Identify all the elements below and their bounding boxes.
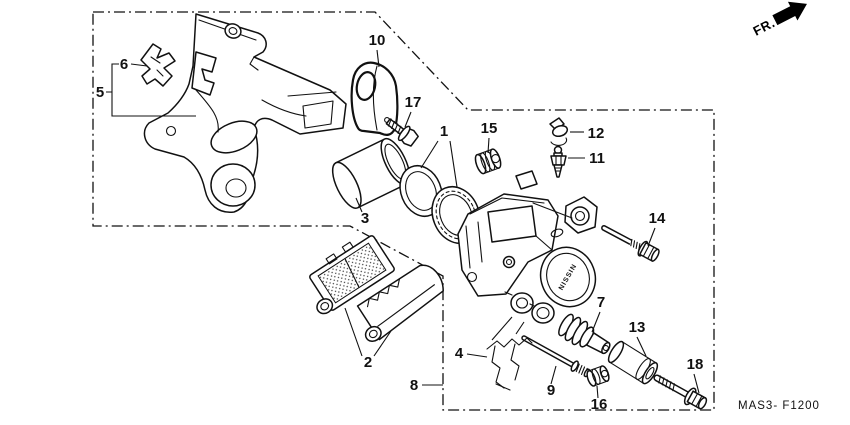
- front-direction-indicator: FR.: [751, 1, 807, 39]
- clip-12-drawing: [549, 117, 569, 146]
- boot-7-drawing: [558, 313, 611, 355]
- piston-drawing: [331, 137, 411, 209]
- callout-7: 7: [597, 294, 605, 311]
- grommet-16-drawing: [586, 365, 610, 387]
- callout-10: 10: [369, 32, 386, 49]
- leader-lines: [106, 49, 700, 399]
- plug-15-drawing: [474, 148, 502, 175]
- pin-boot-drawing: [350, 61, 399, 136]
- caliper-bracket-drawing: [143, 13, 347, 213]
- pad-spring-drawing: [486, 337, 533, 391]
- callout-15: 15: [481, 120, 498, 137]
- caliper-body-drawing: NISSIN: [457, 170, 598, 341]
- callout-17: 17: [405, 94, 422, 111]
- callout-11: 11: [589, 150, 605, 167]
- diagram-code: MAS3- F1200: [738, 400, 820, 412]
- callout-13: 13: [629, 319, 646, 336]
- brake-pad-b-drawing: [356, 264, 444, 342]
- pad-retainer-clip-drawing: [140, 43, 176, 87]
- front-direction-label: FR.: [751, 15, 778, 39]
- callout-6: 6: [120, 56, 128, 73]
- callout-2: 2: [364, 354, 372, 371]
- callout-18: 18: [687, 356, 704, 373]
- callout-3: 3: [361, 210, 369, 227]
- callout-14: 14: [649, 210, 666, 227]
- bolt-18-drawing: [653, 374, 708, 410]
- callout-4: 4: [455, 345, 464, 362]
- bleeder-valve-drawing: [550, 145, 567, 178]
- bolt-17-drawing: [385, 118, 419, 147]
- piston-seal-drawing: [399, 165, 443, 217]
- pad-pin-drawing: [601, 225, 660, 262]
- callout-5: 5: [96, 84, 104, 101]
- collar-13-drawing: [607, 340, 659, 385]
- brake-pad-a-drawing: [309, 235, 395, 315]
- front-direction-arrow-icon: [772, 1, 807, 26]
- callout-9: 9: [547, 382, 555, 399]
- view-boundary: [92, 11, 715, 411]
- callout-12: 12: [588, 125, 605, 142]
- callout-8: 8: [410, 377, 418, 394]
- callout-16: 16: [591, 396, 608, 413]
- callout-1: 1: [440, 123, 448, 140]
